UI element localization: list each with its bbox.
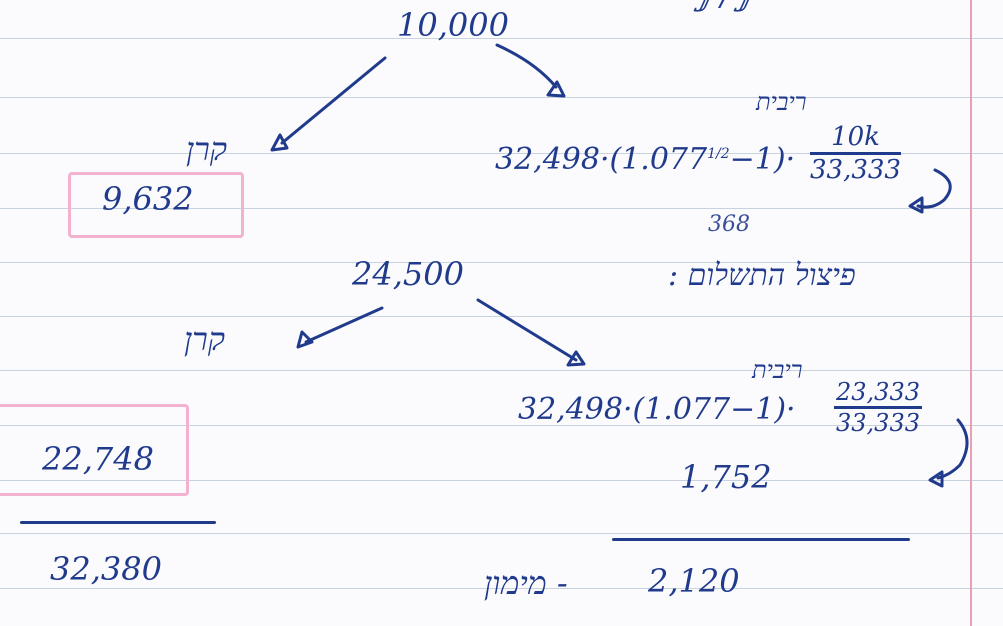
rule-line	[0, 316, 1003, 317]
rule-line	[0, 588, 1003, 589]
rule-line	[0, 38, 1003, 39]
rule-line	[0, 533, 1003, 534]
rule-line	[0, 262, 1003, 263]
interest-fraction: 10k 33,333	[810, 122, 901, 185]
second-interest-fraction: 23,333 33,333	[834, 378, 922, 437]
fraction-denominator: 33,333	[810, 155, 901, 185]
rule-line	[0, 480, 1003, 481]
interest-exponent: 1/2	[707, 146, 730, 162]
top-total: 10,000	[397, 6, 509, 44]
interest-label: ריבית	[756, 88, 807, 116]
interest-base: 32,498·(1.077	[495, 142, 708, 177]
rule-line	[0, 370, 1003, 371]
interest-result: 368	[708, 212, 750, 237]
interest-tail: −1)·	[729, 142, 796, 177]
principal-label: קרן	[186, 130, 227, 168]
second-principal-label: קרן	[184, 320, 225, 358]
second-interest-result: 1,752	[680, 458, 772, 496]
financing-label: - מימון	[484, 564, 568, 602]
fraction-numerator: 10k	[810, 122, 901, 155]
fraction-denominator: 33,333	[836, 409, 920, 437]
fraction-numerator: 23,333	[834, 378, 922, 409]
sum-line-left	[20, 521, 216, 524]
principal-value: 9,632	[102, 180, 194, 218]
sum-left: 32,380	[50, 550, 162, 588]
sum-line-right	[612, 538, 910, 541]
cut-off-heading: ⅉ / ⅉ	[700, 0, 751, 13]
payment-breakdown-label: פיצול התשלום :	[668, 258, 856, 293]
interest-expression: 32,498·(1.0771/2−1)·	[495, 142, 795, 177]
rule-line	[0, 208, 1003, 209]
sum-right: 2,120	[648, 562, 740, 600]
second-principal-value: 22,748	[42, 440, 154, 478]
second-interest-expression: 32,498·(1.077−1)·	[518, 392, 796, 427]
rule-line	[0, 153, 1003, 154]
second-total: 24,500	[352, 255, 464, 293]
rule-line	[0, 425, 1003, 426]
rule-line	[0, 97, 1003, 98]
second-principal-highlight-box	[0, 404, 189, 496]
margin-line	[970, 0, 972, 626]
principal-highlight-box	[68, 172, 244, 238]
second-interest-label: ריבית	[752, 356, 803, 384]
